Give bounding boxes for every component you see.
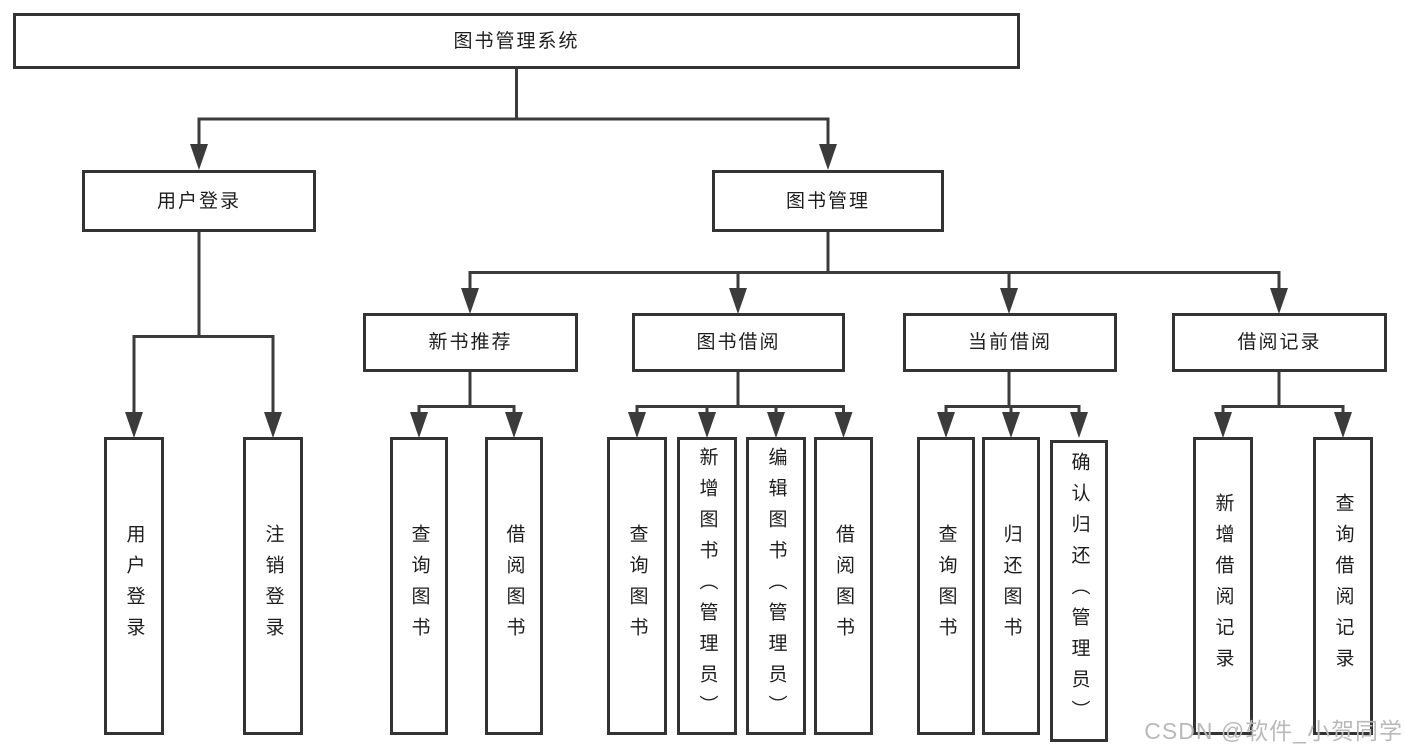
node-borrowing-records-label: 借阅记录 bbox=[1237, 332, 1322, 353]
node-current-borrowing-label: 当前借阅 bbox=[967, 332, 1052, 353]
leaf-borrow-edit-books-admin-label: 编辑图书（管理员） bbox=[765, 446, 787, 726]
node-borrowing-records: 借阅记录 bbox=[1172, 313, 1387, 372]
leaf-current-query-books: 查询图书 bbox=[917, 437, 975, 735]
node-book-borrowing-label: 图书借阅 bbox=[696, 332, 781, 353]
node-library-system: 图书管理系统 bbox=[13, 13, 1020, 69]
leaf-current-confirm-return-admin-label: 确认归还（管理员） bbox=[1068, 451, 1090, 731]
node-new-book-recommend: 新书推荐 bbox=[363, 313, 578, 372]
leaf-logout-label: 注销登录 bbox=[262, 524, 284, 648]
leaf-borrow-query-books-label: 查询图书 bbox=[626, 524, 648, 648]
leaf-newrec-query-books: 查询图书 bbox=[390, 437, 448, 735]
leaf-newrec-query-books-label: 查询图书 bbox=[408, 524, 430, 648]
leaf-current-return-books-label: 归还图书 bbox=[1000, 524, 1022, 648]
leaf-borrow-edit-books-admin: 编辑图书（管理员） bbox=[746, 437, 806, 735]
leaf-logout: 注销登录 bbox=[243, 437, 303, 735]
node-library-system-label: 图书管理系统 bbox=[453, 30, 580, 52]
node-current-borrowing: 当前借阅 bbox=[903, 313, 1117, 372]
leaf-records-query-record-label: 查询借阅记录 bbox=[1332, 493, 1354, 679]
leaf-current-query-books-label: 查询图书 bbox=[935, 524, 957, 648]
leaf-borrow-add-books-admin-label: 新增图书（管理员） bbox=[696, 446, 718, 726]
leaf-records-add-record: 新增借阅记录 bbox=[1193, 437, 1253, 735]
csdn-watermark: CSDN @软件_小贺同学 bbox=[1144, 718, 1403, 744]
node-book-management: 图书管理 bbox=[712, 170, 944, 232]
node-book-management-label: 图书管理 bbox=[785, 190, 870, 212]
leaf-user-login-label: 用户登录 bbox=[123, 524, 145, 648]
leaf-borrow-add-books-admin: 新增图书（管理员） bbox=[677, 437, 737, 735]
leaf-borrow-query-books: 查询图书 bbox=[607, 437, 667, 735]
leaf-newrec-borrow-books: 借阅图书 bbox=[485, 437, 543, 735]
node-user-login: 用户登录 bbox=[82, 170, 316, 232]
leaf-records-add-record-label: 新增借阅记录 bbox=[1212, 493, 1234, 679]
leaf-newrec-borrow-books-label: 借阅图书 bbox=[503, 524, 525, 648]
node-user-login-label: 用户登录 bbox=[156, 190, 241, 212]
node-new-book-recommend-label: 新书推荐 bbox=[428, 332, 513, 353]
leaf-current-return-books: 归还图书 bbox=[982, 437, 1040, 735]
leaf-current-confirm-return-admin: 确认归还（管理员） bbox=[1050, 440, 1108, 742]
leaf-borrow-borrow-books-label: 借阅图书 bbox=[833, 524, 854, 648]
node-book-borrowing: 图书借阅 bbox=[632, 313, 845, 372]
leaf-user-login: 用户登录 bbox=[104, 437, 164, 735]
leaf-borrow-borrow-books: 借阅图书 bbox=[814, 437, 873, 735]
arrowheads bbox=[125, 144, 1352, 438]
leaf-records-query-record: 查询借阅记录 bbox=[1313, 437, 1373, 735]
